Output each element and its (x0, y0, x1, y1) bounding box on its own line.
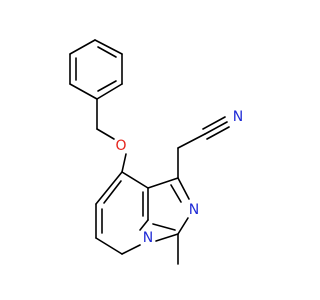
background (0, 0, 300, 300)
imidazole-nitrogen-label: N (189, 202, 199, 218)
benzyloxy-linker (96, 98, 127, 173)
imidazole-ring (147, 177, 190, 242)
oxygen-atom-label: O (115, 138, 126, 154)
phenyl-ring (69, 39, 123, 100)
acetonitrile-group (177, 116, 230, 179)
pyridine-ring (95, 171, 149, 255)
bridgehead-nitrogen-label: N (143, 230, 153, 246)
nitrile-nitrogen-label: N (233, 109, 243, 125)
molecule-structure: O N N N (0, 0, 300, 300)
